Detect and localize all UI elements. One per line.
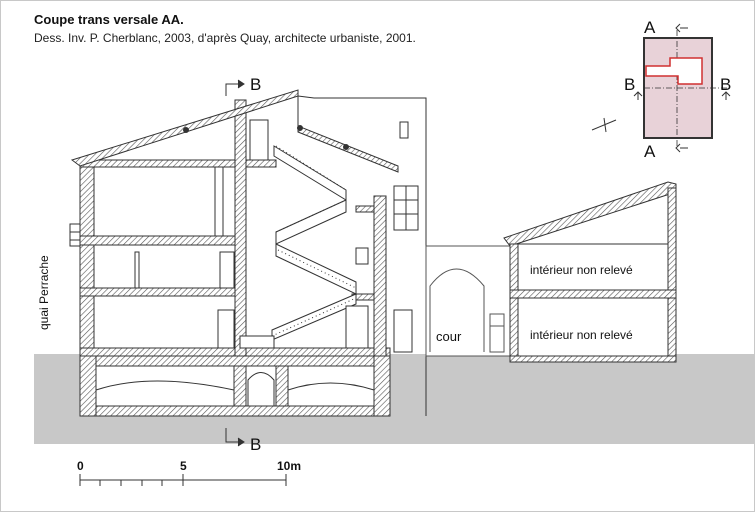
- scale-bar: [79, 474, 287, 486]
- key-plan: [591, 23, 731, 153]
- courtyard-elevation: [425, 245, 511, 357]
- north-arrow-icon: [591, 117, 617, 133]
- key-plan-highlight: [645, 57, 703, 85]
- key-plan-label-top: A: [644, 18, 656, 37]
- outbuilding: [503, 181, 677, 363]
- street-label: quai Perrache: [37, 255, 51, 330]
- section-marker-top-label: B: [250, 75, 261, 94]
- key-plan-label-right: B: [720, 75, 731, 94]
- key-plan-label-bottom: A: [644, 142, 656, 161]
- courtyard-label: cour: [436, 329, 462, 344]
- main-building: [69, 89, 427, 417]
- interior-label-upper: intérieur non relevé: [530, 263, 633, 277]
- interior-label-lower: intérieur non relevé: [530, 328, 633, 342]
- section-marker-top: [225, 79, 245, 96]
- key-plan-label-left: B: [624, 75, 635, 94]
- scale-tick-10: 10m: [277, 459, 301, 473]
- scale-tick-0: 0: [77, 459, 84, 473]
- drawing-title: Coupe trans versale AA.: [34, 12, 184, 27]
- section-marker-bottom: [225, 428, 245, 447]
- drawing-credit: Dess. Inv. P. Cherblanc, 2003, d'après Q…: [34, 31, 416, 45]
- section-marker-bottom-label: B: [250, 435, 261, 454]
- scale-tick-5: 5: [180, 459, 187, 473]
